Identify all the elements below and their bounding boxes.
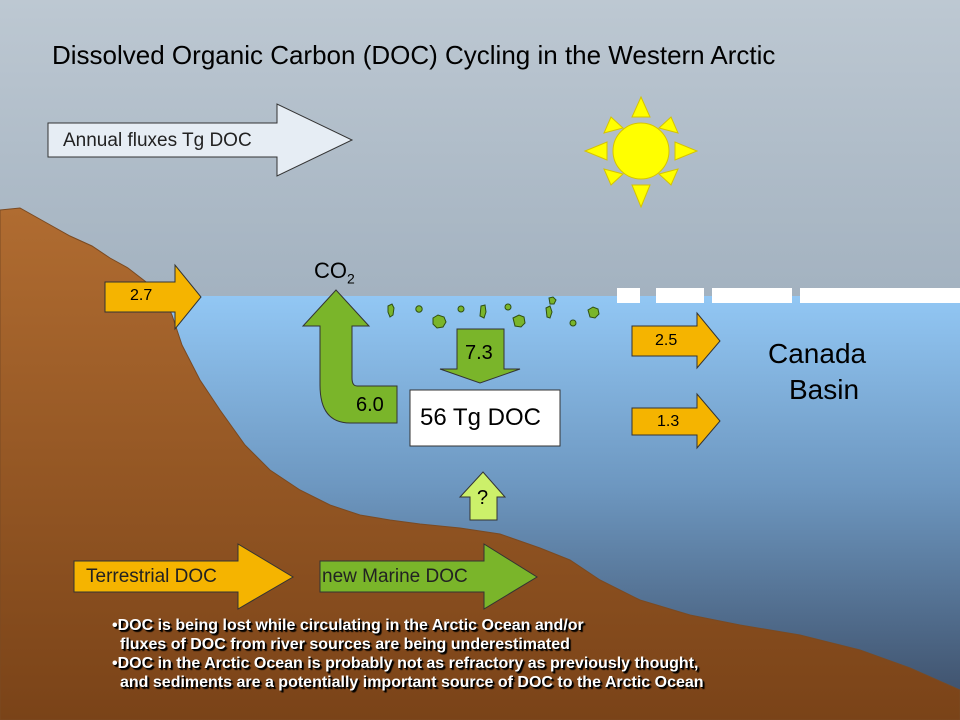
- export-upper-arrow: [631, 311, 721, 370]
- co2-text: CO: [314, 258, 347, 283]
- doc-pool-box: [409, 389, 561, 447]
- export-lower-arrow: [631, 392, 721, 450]
- river-input-arrow: [104, 263, 202, 331]
- terrestrial-label: Terrestrial DOC: [86, 566, 217, 587]
- production-arrow: [439, 328, 521, 384]
- export-upper-value: 2.5: [655, 332, 678, 349]
- phytoplankton-icons: [387, 296, 600, 329]
- page-title: Dissolved Organic Carbon (DOC) Cycling i…: [52, 40, 776, 70]
- legend-arrow: [47, 103, 354, 177]
- co2-label: CO2: [314, 258, 355, 286]
- unknown-source-label: ?: [477, 487, 489, 509]
- sun-icon: [583, 95, 699, 209]
- bullet-1-line1: •DOC is being lost while circulating in …: [112, 617, 584, 634]
- sea-ice-floes: [617, 288, 960, 303]
- co2-subscript: 2: [347, 270, 355, 287]
- bullet-1-line2: fluxes of DOC from river sources are bei…: [120, 636, 570, 653]
- notes-bullets: •DOC is being lost while circulating in …: [112, 616, 832, 692]
- marine-arrow: [319, 543, 538, 610]
- canada-basin-line1: Canada: [768, 338, 867, 369]
- export-lower-value: 1.3: [657, 413, 680, 430]
- production-value: 7.3: [465, 342, 493, 364]
- canada-basin-line2: Basin: [789, 374, 860, 405]
- doc-pool-label: 56 Tg DOC: [420, 404, 541, 431]
- bullet-2-line2: and sediments are a potentially importan…: [120, 674, 704, 691]
- respiration-arrow: [301, 289, 398, 424]
- river-input-value: 2.7: [130, 287, 153, 304]
- respiration-value: 6.0: [356, 394, 384, 416]
- bullet-2-line1: •DOC in the Arctic Ocean is probably not…: [112, 655, 699, 672]
- terrestrial-arrow: [73, 543, 294, 610]
- unknown-source-arrow: [458, 471, 507, 521]
- legend-arrow-label: Annual fluxes Tg DOC: [63, 130, 252, 151]
- marine-label: new Marine DOC: [322, 566, 468, 587]
